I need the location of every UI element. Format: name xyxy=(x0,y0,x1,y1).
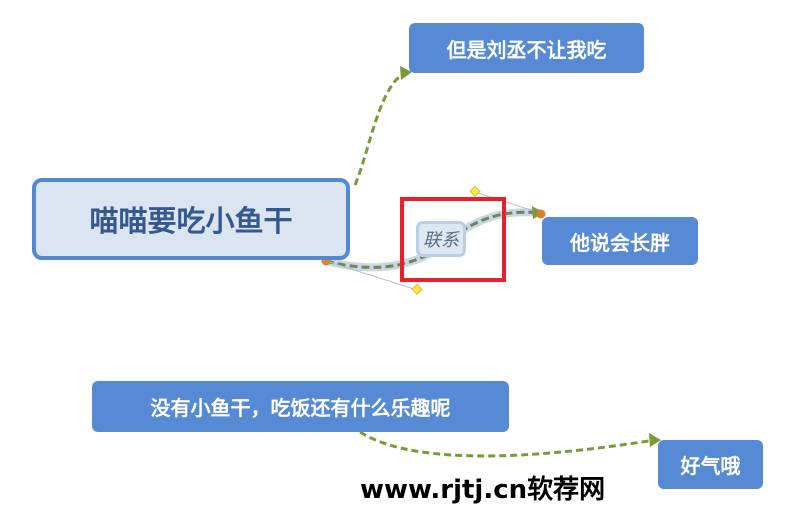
connector-to-topic-1 xyxy=(353,70,409,186)
central-topic[interactable]: 喵喵要吃小鱼干 xyxy=(32,178,350,260)
control-handle-line-2 xyxy=(474,191,541,214)
watermark: www.rjtj.cn软荐网 xyxy=(360,475,606,505)
arrow-head-4 xyxy=(649,433,661,447)
selection-highlight xyxy=(400,197,506,282)
relationship-line xyxy=(325,210,541,269)
arrow-head-1 xyxy=(400,66,412,80)
topic-3[interactable]: 没有小鱼干，吃饭还有什么乐趣呢 xyxy=(92,381,509,432)
topic-2[interactable]: 他说会长胖 xyxy=(542,217,698,265)
relationship-label[interactable]: 联系 xyxy=(416,221,466,257)
endpoint-handle-end[interactable] xyxy=(536,209,546,219)
control-handle-2[interactable] xyxy=(469,185,481,197)
topic-1[interactable]: 但是刘丞不让我吃 xyxy=(409,23,644,73)
control-handle-1[interactable] xyxy=(411,283,423,295)
topic-4[interactable]: 好气哦 xyxy=(658,440,763,489)
connector-to-topic-4 xyxy=(359,430,656,458)
control-handle-line-1 xyxy=(325,260,418,291)
